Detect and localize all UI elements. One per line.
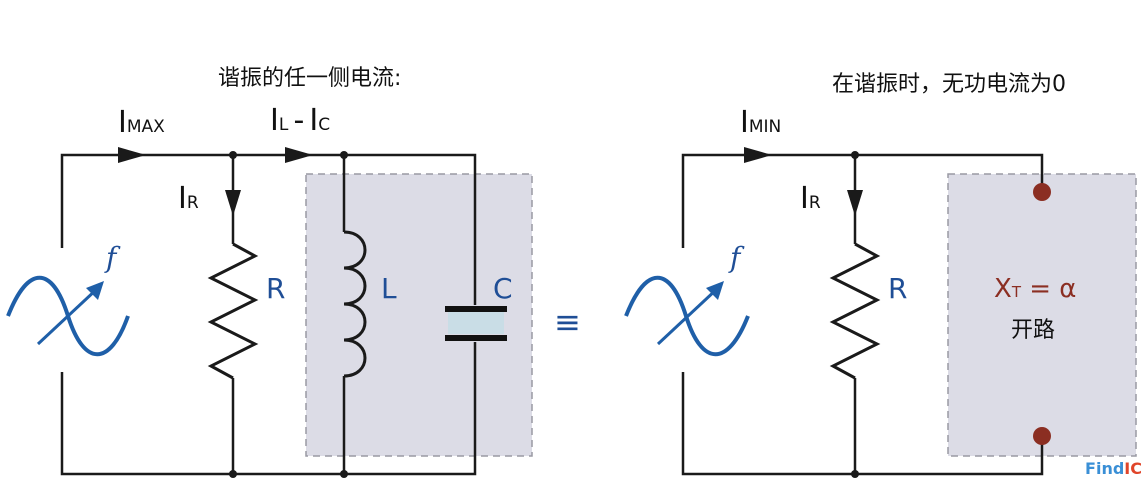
- terminal-bottom: [1033, 427, 1051, 445]
- label-ir-left: IR: [178, 181, 199, 216]
- left-source-arrowhead: [86, 281, 104, 300]
- left-caption: 谐振的任一侧电流:: [218, 66, 402, 91]
- reactance-label: XT = α: [994, 274, 1077, 304]
- inductor: [343, 230, 367, 378]
- right-bottom-wire: [681, 372, 1044, 476]
- junction-dot: [340, 470, 348, 478]
- label-imin: IMIN: [740, 105, 782, 140]
- capacitor-dielectric: [448, 312, 504, 334]
- left-top-wire: [60, 153, 477, 305]
- right-circuit: [624, 147, 1137, 478]
- junction-dot: [851, 151, 859, 159]
- open-circuit-shaded-box: [947, 173, 1137, 457]
- watermark: FindIC: [1085, 459, 1142, 478]
- equivalence-symbol: ≡: [554, 303, 581, 341]
- right-resistor: [829, 242, 881, 380]
- arrow-il-ic: [285, 147, 313, 163]
- open-circuit-label: 开路: [1011, 318, 1056, 343]
- right-caption: 在谐振时，无功电流为0: [832, 72, 1066, 97]
- left-source-arrow-line: [36, 286, 100, 346]
- label-il-minus-ic: IL - IC: [270, 103, 331, 138]
- junction-dot: [851, 470, 859, 478]
- terminal-top: [1033, 183, 1051, 201]
- right-source-arrow-line: [656, 286, 720, 346]
- left-resistor: [207, 242, 259, 380]
- inductor-label: L: [381, 272, 397, 305]
- label-imax: IMAX: [118, 105, 165, 140]
- left-circuit: [6, 147, 533, 478]
- arrow-imax: [118, 147, 146, 163]
- junction-dot: [340, 151, 348, 159]
- junction-dot: [229, 151, 237, 159]
- right-resistor-label: R: [888, 272, 908, 305]
- arrow-ir-right: [847, 190, 863, 216]
- left-bottom-wire: [60, 342, 477, 476]
- right-top-wire: [681, 153, 1044, 248]
- left-frequency-label: f: [106, 241, 117, 274]
- right-frequency-label: f: [730, 241, 741, 274]
- label-ir-right: IR: [800, 181, 821, 216]
- arrow-ir-left: [225, 190, 241, 216]
- junction-dot: [229, 470, 237, 478]
- right-source-arrowhead: [706, 281, 724, 300]
- capacitor-label: C: [493, 272, 513, 305]
- left-resistor-label: R: [266, 272, 286, 305]
- arrow-imin: [744, 147, 772, 163]
